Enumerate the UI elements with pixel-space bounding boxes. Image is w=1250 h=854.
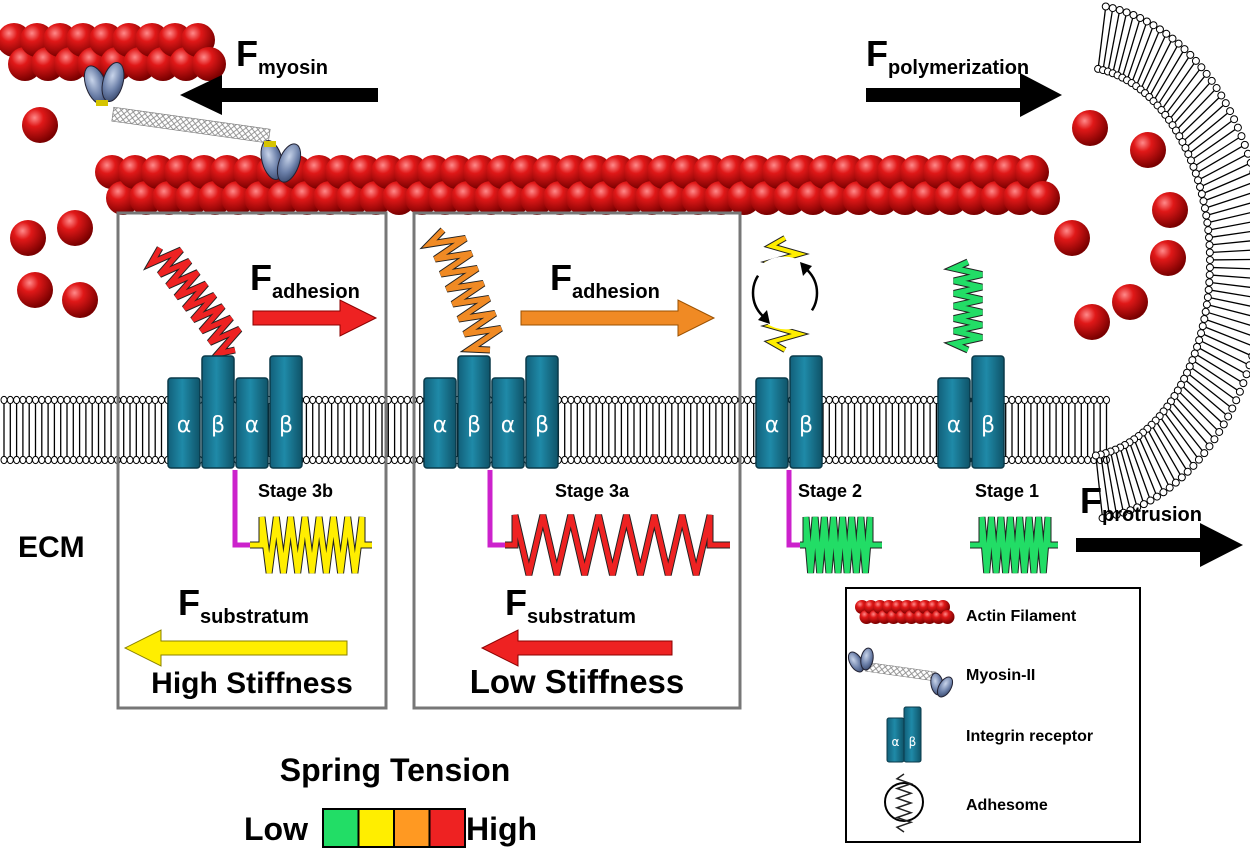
svg-text:α: α [892, 735, 900, 749]
high-stiffness-label: High Stiffness [151, 667, 353, 700]
stage-2-label: Stage 2 [798, 481, 862, 501]
svg-text:β: β [909, 735, 917, 749]
svg-text:α: α [947, 413, 962, 438]
legend-adhesome-icon [884, 773, 924, 833]
stage-3b-label: Stage 3b [258, 481, 333, 501]
adhesion-3b-force-label: Fadhesion [250, 257, 360, 303]
myosin-force-arrow [180, 75, 378, 115]
svg-text:β: β [211, 413, 225, 438]
legend-actin-icon [855, 600, 955, 624]
adhesome-complex [751, 256, 819, 330]
tension-swatch-1 [357, 808, 395, 848]
svg-text:β: β [535, 413, 549, 438]
legend-adhesome-label: Adhesome [966, 797, 1048, 814]
tension-low-label: Low [244, 811, 308, 847]
integrin-ecm-linkers [232, 470, 800, 548]
protrusion-force-arrow [1076, 523, 1243, 567]
actin-filaments [0, 23, 1188, 340]
myosin-ii-motor [83, 62, 302, 183]
legend-integrin-label: Integrin receptor [966, 728, 1093, 745]
adhesion-3a-arrow [520, 299, 716, 337]
svg-text:α: α [245, 413, 260, 438]
legend: α β Actin Filament Myosin-II Integrin re… [845, 587, 1141, 843]
substratum-3a-force-label: Fsubstratum [505, 582, 636, 628]
legend-myosin-icon [847, 647, 954, 698]
legend-integrin-icon: α β [886, 706, 922, 763]
tension-swatch-2 [393, 808, 431, 848]
adhesion-3b-arrow [252, 299, 378, 337]
substratum-3a-arrow [480, 629, 673, 667]
tension-swatch-3 [428, 808, 466, 848]
ecm-label: ECM [18, 531, 85, 564]
stage-1-label: Stage 1 [975, 481, 1039, 501]
legend-myosin-label: Myosin-II [966, 667, 1035, 684]
svg-text:α: α [177, 413, 192, 438]
svg-text:β: β [981, 413, 995, 438]
svg-text:α: α [433, 413, 448, 438]
polymerization-force-label: Fpolymerization [866, 33, 1029, 79]
low-stiffness-label: Low Stiffness [470, 663, 685, 700]
tension-swatch-0 [322, 808, 360, 848]
stage-3a-box [412, 211, 742, 710]
stage-3a-label: Stage 3a [555, 481, 630, 501]
adhesion-3a-force-label: Fadhesion [550, 257, 660, 303]
polymerization-force-arrow [866, 73, 1062, 117]
stage-3b-box [116, 211, 388, 710]
force-arrows [123, 73, 1243, 667]
legend-actin-label: Actin Filament [966, 608, 1077, 625]
substratum-3b-force-label: Fsubstratum [178, 582, 309, 628]
protrusion-force-label: Fprotrusion [1080, 480, 1202, 526]
myosin-force-label: Fmyosin [236, 33, 328, 79]
tension-color-scale [322, 808, 466, 848]
substratum-3b-arrow [123, 629, 348, 667]
svg-text:β: β [799, 413, 813, 438]
svg-text:β: β [467, 413, 481, 438]
svg-text:α: α [765, 413, 780, 438]
svg-text:β: β [279, 413, 293, 438]
svg-text:α: α [501, 413, 516, 438]
spring-tension-title: Spring Tension [280, 752, 511, 788]
tension-high-label: High [466, 811, 537, 847]
